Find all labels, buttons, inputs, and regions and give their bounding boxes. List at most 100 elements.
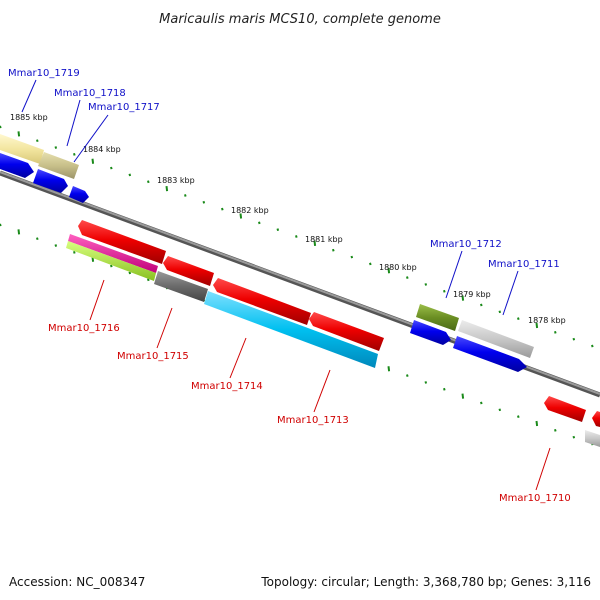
gene-arrow-forward[interactable]: [410, 320, 451, 345]
reverse-features: [66, 220, 600, 447]
major-tick: [165, 185, 169, 192]
feature-khaki[interactable]: [38, 152, 79, 179]
minor-tick: [0, 125, 2, 129]
gene-arrow-reverse[interactable]: [592, 411, 600, 427]
minor-tick: [128, 173, 132, 177]
gene-arrow-reverse[interactable]: [213, 278, 311, 325]
map-title: Maricaulis maris MCS10, complete genome: [159, 12, 441, 27]
minor-tick: [443, 289, 446, 293]
minor-tick: [295, 235, 298, 238]
minor-tick: [36, 139, 39, 143]
minor-tick: [517, 317, 520, 321]
minor-tick: [128, 271, 132, 275]
minor-tick: [202, 200, 206, 204]
minor-tick: [572, 337, 576, 341]
scale-label: 1885 kbp: [10, 113, 48, 122]
gene-label[interactable]: Mmar10_1718: [54, 88, 126, 99]
scale-label: 1884 kbp: [83, 145, 121, 154]
gene-label[interactable]: Mmar10_1716: [48, 323, 120, 334]
minor-tick: [110, 166, 113, 170]
minor-tick: [258, 221, 261, 225]
scale-ticks-upper: [0, 125, 594, 348]
major-tick: [313, 240, 317, 246]
minor-tick: [147, 278, 150, 282]
gene-labels-forward: Mmar10_1719 Mmar10_1718 Mmar10_1717 Mmar…: [8, 68, 560, 270]
accession-text: Accession: NC_008347: [9, 575, 145, 589]
gene-label[interactable]: Mmar10_1711: [488, 259, 560, 270]
minor-tick: [498, 408, 502, 412]
gene-label[interactable]: Mmar10_1717: [88, 102, 160, 113]
scale-label: 1879 kbp: [453, 290, 491, 299]
gene-arrow-reverse-cyan[interactable]: [204, 291, 378, 368]
gene-label[interactable]: Mmar10_1712: [430, 239, 502, 250]
gene-arrow-reverse[interactable]: [78, 220, 166, 264]
gene-arrow-forward[interactable]: [453, 336, 527, 372]
minor-tick: [498, 310, 502, 314]
gene-label[interactable]: Mmar10_1714: [191, 381, 263, 392]
minor-tick: [480, 401, 483, 405]
topology-text: Topology: circular; Length: 3,368,780 bp…: [260, 575, 591, 589]
gene-label[interactable]: Mmar10_1710: [499, 493, 571, 504]
minor-tick: [73, 251, 76, 254]
minor-tick: [184, 194, 187, 197]
major-tick: [17, 131, 21, 137]
minor-tick: [572, 435, 576, 439]
feature-magenta[interactable]: [68, 234, 158, 273]
feature-lime[interactable]: [66, 241, 156, 281]
gene-arrow-forward[interactable]: [33, 169, 68, 193]
minor-tick: [591, 344, 594, 348]
major-tick: [91, 158, 95, 164]
feature-olive[interactable]: [416, 304, 459, 331]
feature-light-gray[interactable]: [458, 320, 534, 358]
major-tick: [535, 322, 539, 329]
label-leaders-forward: [21, 79, 519, 316]
minor-tick: [276, 228, 280, 232]
minor-tick: [0, 223, 2, 227]
gene-arrow-forward[interactable]: [0, 153, 34, 178]
minor-tick: [424, 381, 428, 384]
gene-labels-reverse: Mmar10_1716 Mmar10_1715 Mmar10_1714 Mmar…: [48, 323, 571, 504]
minor-tick: [406, 276, 409, 279]
minor-tick: [480, 303, 483, 307]
minor-tick: [221, 207, 224, 211]
minor-tick: [332, 248, 335, 252]
major-tick: [461, 393, 465, 399]
feature-pale-yellow[interactable]: [0, 134, 44, 164]
major-tick: [17, 229, 21, 235]
gene-arrow-reverse[interactable]: [309, 312, 384, 351]
major-tick: [535, 420, 539, 427]
minor-tick: [73, 153, 76, 156]
minor-tick: [54, 146, 58, 149]
major-tick: [387, 268, 391, 274]
minor-tick: [554, 330, 557, 334]
gene-label[interactable]: Mmar10_1715: [117, 351, 189, 362]
gene-arrow-forward[interactable]: [69, 186, 89, 203]
forward-features: [0, 134, 534, 372]
minor-tick: [147, 180, 150, 184]
minor-tick: [517, 415, 520, 419]
major-tick: [239, 213, 243, 219]
gene-arrow-reverse[interactable]: [163, 256, 214, 286]
major-tick: [387, 366, 391, 372]
scale-label: 1880 kbp: [379, 263, 417, 272]
minor-tick: [54, 244, 58, 247]
minor-tick: [424, 283, 428, 286]
minor-tick: [406, 374, 409, 377]
minor-tick: [443, 387, 446, 391]
feature-light-gray[interactable]: [585, 430, 600, 447]
major-tick: [461, 295, 465, 301]
gene-arrow-reverse[interactable]: [544, 396, 586, 422]
gene-label[interactable]: Mmar10_1713: [277, 415, 349, 426]
scale-label: 1881 kbp: [305, 235, 343, 244]
scale-label: 1883 kbp: [157, 176, 195, 185]
gene-label[interactable]: Mmar10_1719: [8, 68, 80, 79]
minor-tick: [36, 237, 39, 241]
minor-tick: [110, 264, 113, 268]
scale-labels: 1885 kbp 1884 kbp 1883 kbp 1882 kbp 1881…: [10, 113, 566, 325]
scale-label: 1882 kbp: [231, 206, 269, 215]
scale-label: 1878 kbp: [528, 316, 566, 325]
minor-tick: [369, 262, 372, 266]
minor-tick: [554, 428, 557, 432]
feature-gray[interactable]: [154, 271, 208, 302]
